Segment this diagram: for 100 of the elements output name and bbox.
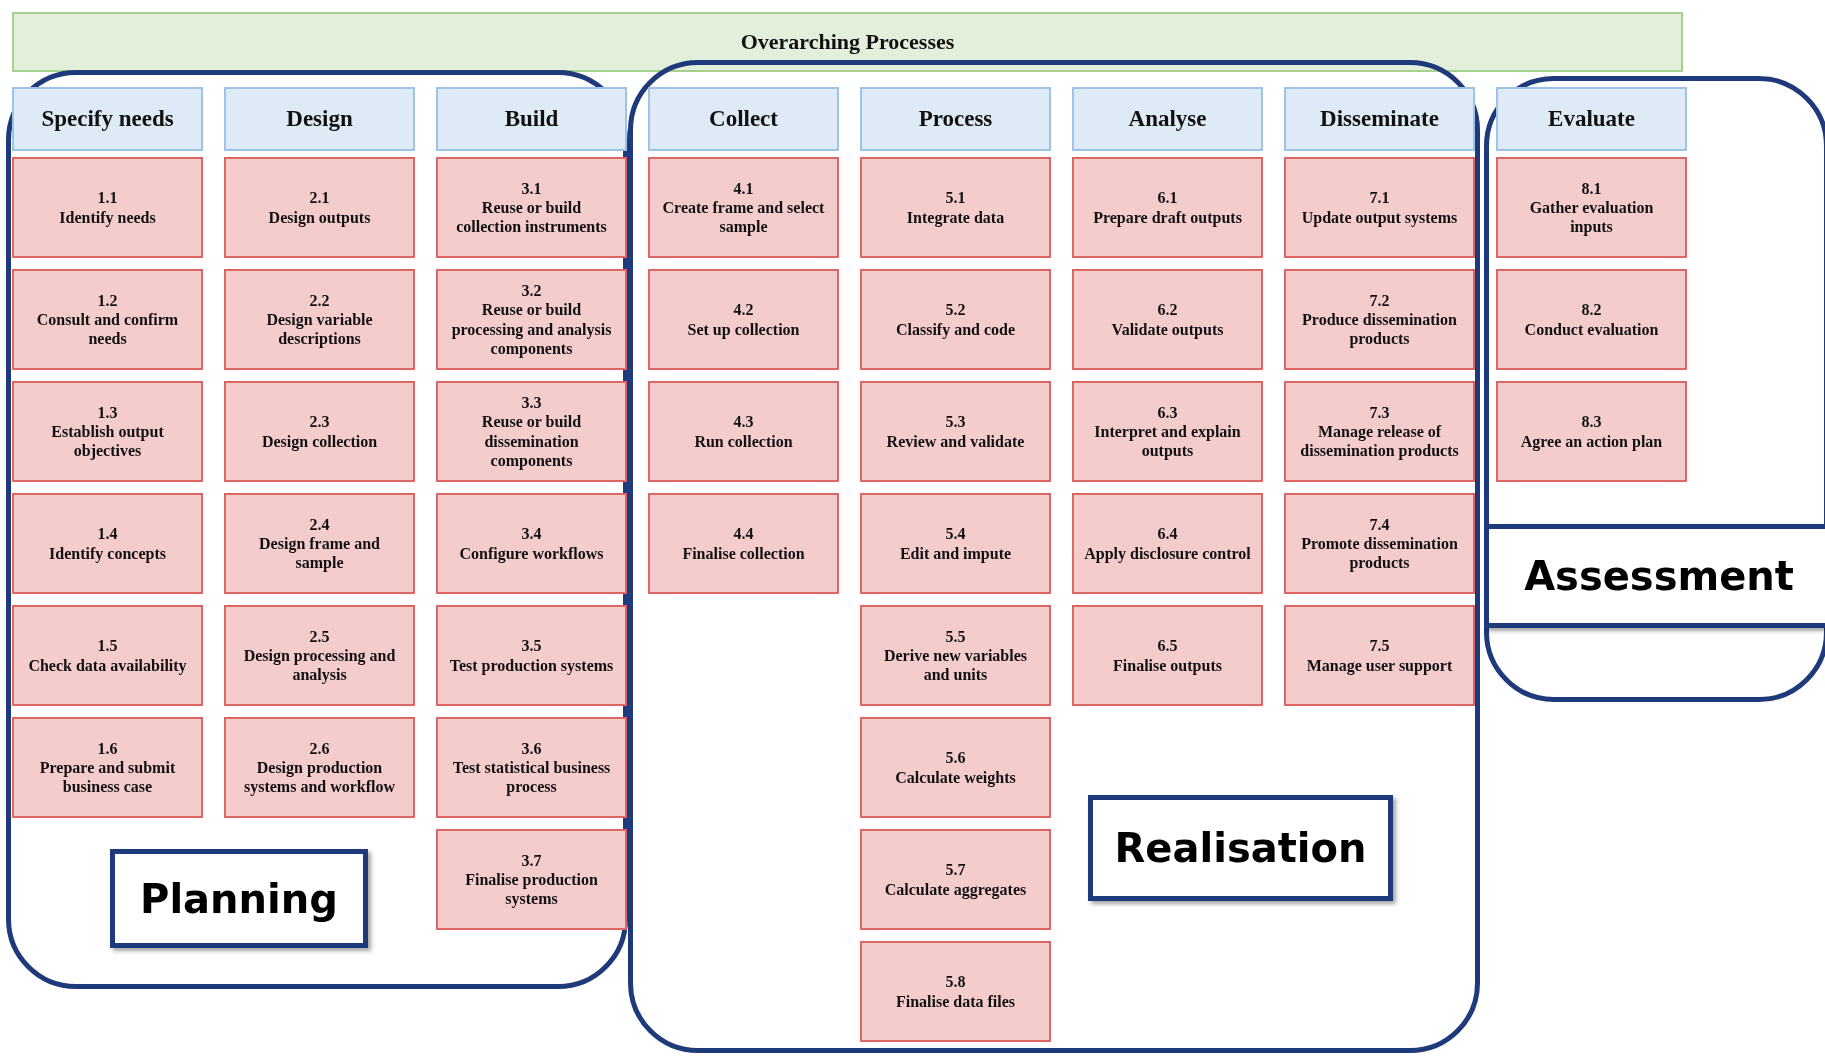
step-number: 4.1 xyxy=(733,178,754,198)
step-title: Configure workflows xyxy=(459,543,604,563)
step-number: 3.5 xyxy=(521,636,542,656)
subprocess-box xyxy=(860,717,1051,818)
phase-title: Design xyxy=(286,106,353,132)
phase-title: Evaluate xyxy=(1548,106,1635,132)
step-title: Design production systems and workflow xyxy=(242,757,397,797)
step-number: 2.5 xyxy=(309,626,330,646)
phase-title: Specify needs xyxy=(41,106,174,132)
step-number: 5.3 xyxy=(945,412,966,432)
subprocess-box xyxy=(1496,157,1687,258)
step-number: 5.4 xyxy=(945,524,966,544)
group-label: Realisation xyxy=(1088,795,1393,901)
step-number: 4.2 xyxy=(733,300,754,320)
step-title: Finalise outputs xyxy=(1113,655,1222,675)
step-number: 1.2 xyxy=(97,290,118,310)
step-number: 5.8 xyxy=(945,972,966,992)
step-title: Update output systems xyxy=(1301,207,1458,227)
step-title: Test statistical business process xyxy=(451,757,612,797)
phase-title: Disseminate xyxy=(1320,106,1439,132)
subprocess-box xyxy=(1072,381,1263,482)
step-number: 8.1 xyxy=(1581,178,1602,198)
step-title: Prepare and submit business case xyxy=(38,757,177,797)
subprocess-box xyxy=(224,381,415,482)
step-number: 1.4 xyxy=(97,524,118,544)
group-outline xyxy=(6,70,628,989)
step-number: 5.5 xyxy=(945,626,966,646)
phase-header xyxy=(1284,87,1475,151)
step-title: Design outputs xyxy=(268,207,371,227)
step-title: Calculate aggregates xyxy=(884,879,1027,899)
step-title: Test production systems xyxy=(449,655,614,675)
subprocess-box xyxy=(436,829,627,930)
step-number: 8.2 xyxy=(1581,300,1602,320)
step-title: Manage user support xyxy=(1306,655,1453,675)
subprocess-box xyxy=(1284,269,1475,370)
step-number: 3.6 xyxy=(521,738,542,758)
subprocess-box xyxy=(860,157,1051,258)
phase-title: Collect xyxy=(709,106,778,132)
step-number: 1.1 xyxy=(97,188,118,208)
step-title: Agree an action plan xyxy=(1520,431,1663,451)
step-title: Interpret and explain outputs xyxy=(1093,421,1242,461)
step-title: Promote dissemination products xyxy=(1300,533,1459,573)
step-number: 5.2 xyxy=(945,300,966,320)
step-title: Validate outputs xyxy=(1111,319,1224,339)
step-number: 5.7 xyxy=(945,860,966,880)
step-title: Reuse or build collection instruments xyxy=(455,197,608,237)
step-number: 1.5 xyxy=(97,636,118,656)
step-number: 4.4 xyxy=(733,524,754,544)
step-title: Reuse or build dissemination components xyxy=(480,412,583,470)
band-title: Overarching Processes xyxy=(740,29,955,55)
step-title: Finalise production systems xyxy=(464,869,599,909)
step-title: Identify needs xyxy=(59,207,156,227)
step-title: Consult and confirm needs xyxy=(35,309,180,349)
subprocess-box xyxy=(436,157,627,258)
step-title: Calculate weights xyxy=(895,767,1016,787)
phase-header xyxy=(860,87,1051,151)
step-number: 1.6 xyxy=(97,738,118,758)
subprocess-box xyxy=(436,717,627,818)
step-number: 3.7 xyxy=(521,850,542,870)
subprocess-box xyxy=(860,605,1051,706)
subprocess-box xyxy=(1284,157,1475,258)
subprocess-box xyxy=(12,381,203,482)
step-number: 2.2 xyxy=(309,290,330,310)
group-outline xyxy=(628,60,1480,1053)
step-title: Conduct evaluation xyxy=(1524,319,1659,339)
subprocess-box xyxy=(224,493,415,594)
phase-header xyxy=(224,87,415,151)
step-number: 5.6 xyxy=(945,748,966,768)
step-number: 8.3 xyxy=(1581,412,1602,432)
step-number: 3.1 xyxy=(521,178,542,198)
phase-header xyxy=(12,87,203,151)
step-title: Set up collection xyxy=(687,319,800,339)
group-label: Planning xyxy=(110,849,368,948)
step-number: 2.6 xyxy=(309,738,330,758)
step-number: 6.1 xyxy=(1157,188,1178,208)
subprocess-box xyxy=(1072,269,1263,370)
subprocess-box xyxy=(12,157,203,258)
phase-header xyxy=(436,87,627,151)
subprocess-box xyxy=(224,717,415,818)
overarching-band xyxy=(12,12,1683,72)
subprocess-box xyxy=(436,493,627,594)
step-title: Design frame and sample xyxy=(258,533,381,573)
phase-header xyxy=(1072,87,1263,151)
subprocess-box xyxy=(648,157,839,258)
subprocess-box xyxy=(224,269,415,370)
subprocess-box xyxy=(860,941,1051,1042)
step-title: Integrate data xyxy=(906,207,1005,227)
step-title: Prepare draft outputs xyxy=(1093,207,1242,227)
step-title: Produce dissemination products xyxy=(1301,309,1458,349)
step-title: Gather evaluation inputs xyxy=(1528,197,1655,237)
step-title: Establish output objectives xyxy=(50,421,165,461)
step-number: 1.3 xyxy=(97,402,118,422)
subprocess-box xyxy=(224,157,415,258)
step-title: Identify concepts xyxy=(49,543,166,563)
group-outline xyxy=(1484,76,1825,702)
step-title: Create frame and select sample xyxy=(661,197,826,237)
subprocess-box xyxy=(648,493,839,594)
subprocess-box xyxy=(648,381,839,482)
subprocess-box xyxy=(1072,157,1263,258)
step-title: Design variable descriptions xyxy=(265,309,374,349)
